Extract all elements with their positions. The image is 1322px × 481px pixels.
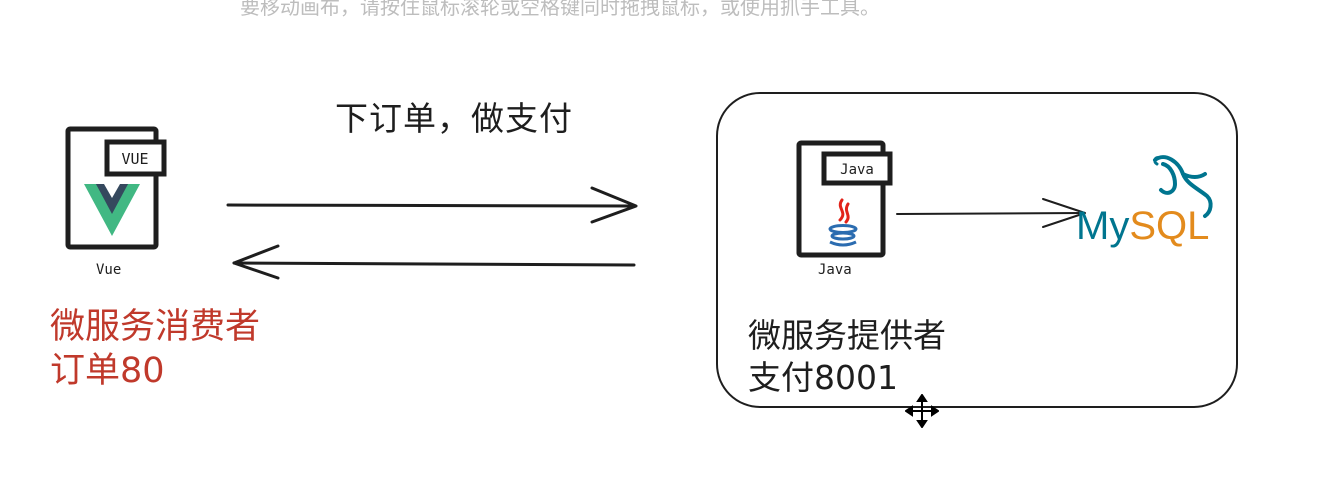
java-icon — [828, 198, 858, 247]
db-arrow — [896, 198, 1086, 228]
move-cursor-icon — [905, 394, 939, 428]
response-arrow — [232, 244, 636, 280]
canvas-hint-text: 要移动画布，请按住鼠标滚轮或空格键同时拖拽鼠标，或使用抓手工具。 — [240, 0, 880, 19]
provider-subtitle: 支付8001 — [748, 358, 898, 397]
request-arrow — [226, 186, 638, 224]
vue-badge-label: VUE — [121, 150, 148, 168]
vue-icon — [84, 184, 140, 236]
request-arrows — [226, 186, 638, 280]
java-icon-caption: Java — [818, 262, 852, 278]
mysql-logo-my: My — [1076, 204, 1130, 248]
consumer-label: 微服务消费者 订单80 — [50, 305, 260, 393]
provider-title: 微服务提供者 — [748, 316, 946, 355]
consumer-subtitle: 订单80 — [50, 351, 165, 391]
mysql-dolphin-icon — [1153, 155, 1213, 218]
vue-icon-caption: Vue — [96, 262, 122, 278]
java-document-icon: Java — [796, 140, 893, 258]
flow-label: 下订单，做支付 — [335, 99, 573, 138]
mysql-logo: MySQL — [1076, 204, 1209, 249]
provider-label: 微服务提供者 支付8001 — [748, 315, 946, 399]
vue-document-icon: VUE — [65, 126, 167, 250]
provider-container — [716, 92, 1238, 408]
consumer-title: 微服务消费者 — [50, 307, 261, 347]
java-badge-label: Java — [840, 162, 874, 178]
mysql-logo-sql: SQL — [1129, 204, 1210, 248]
